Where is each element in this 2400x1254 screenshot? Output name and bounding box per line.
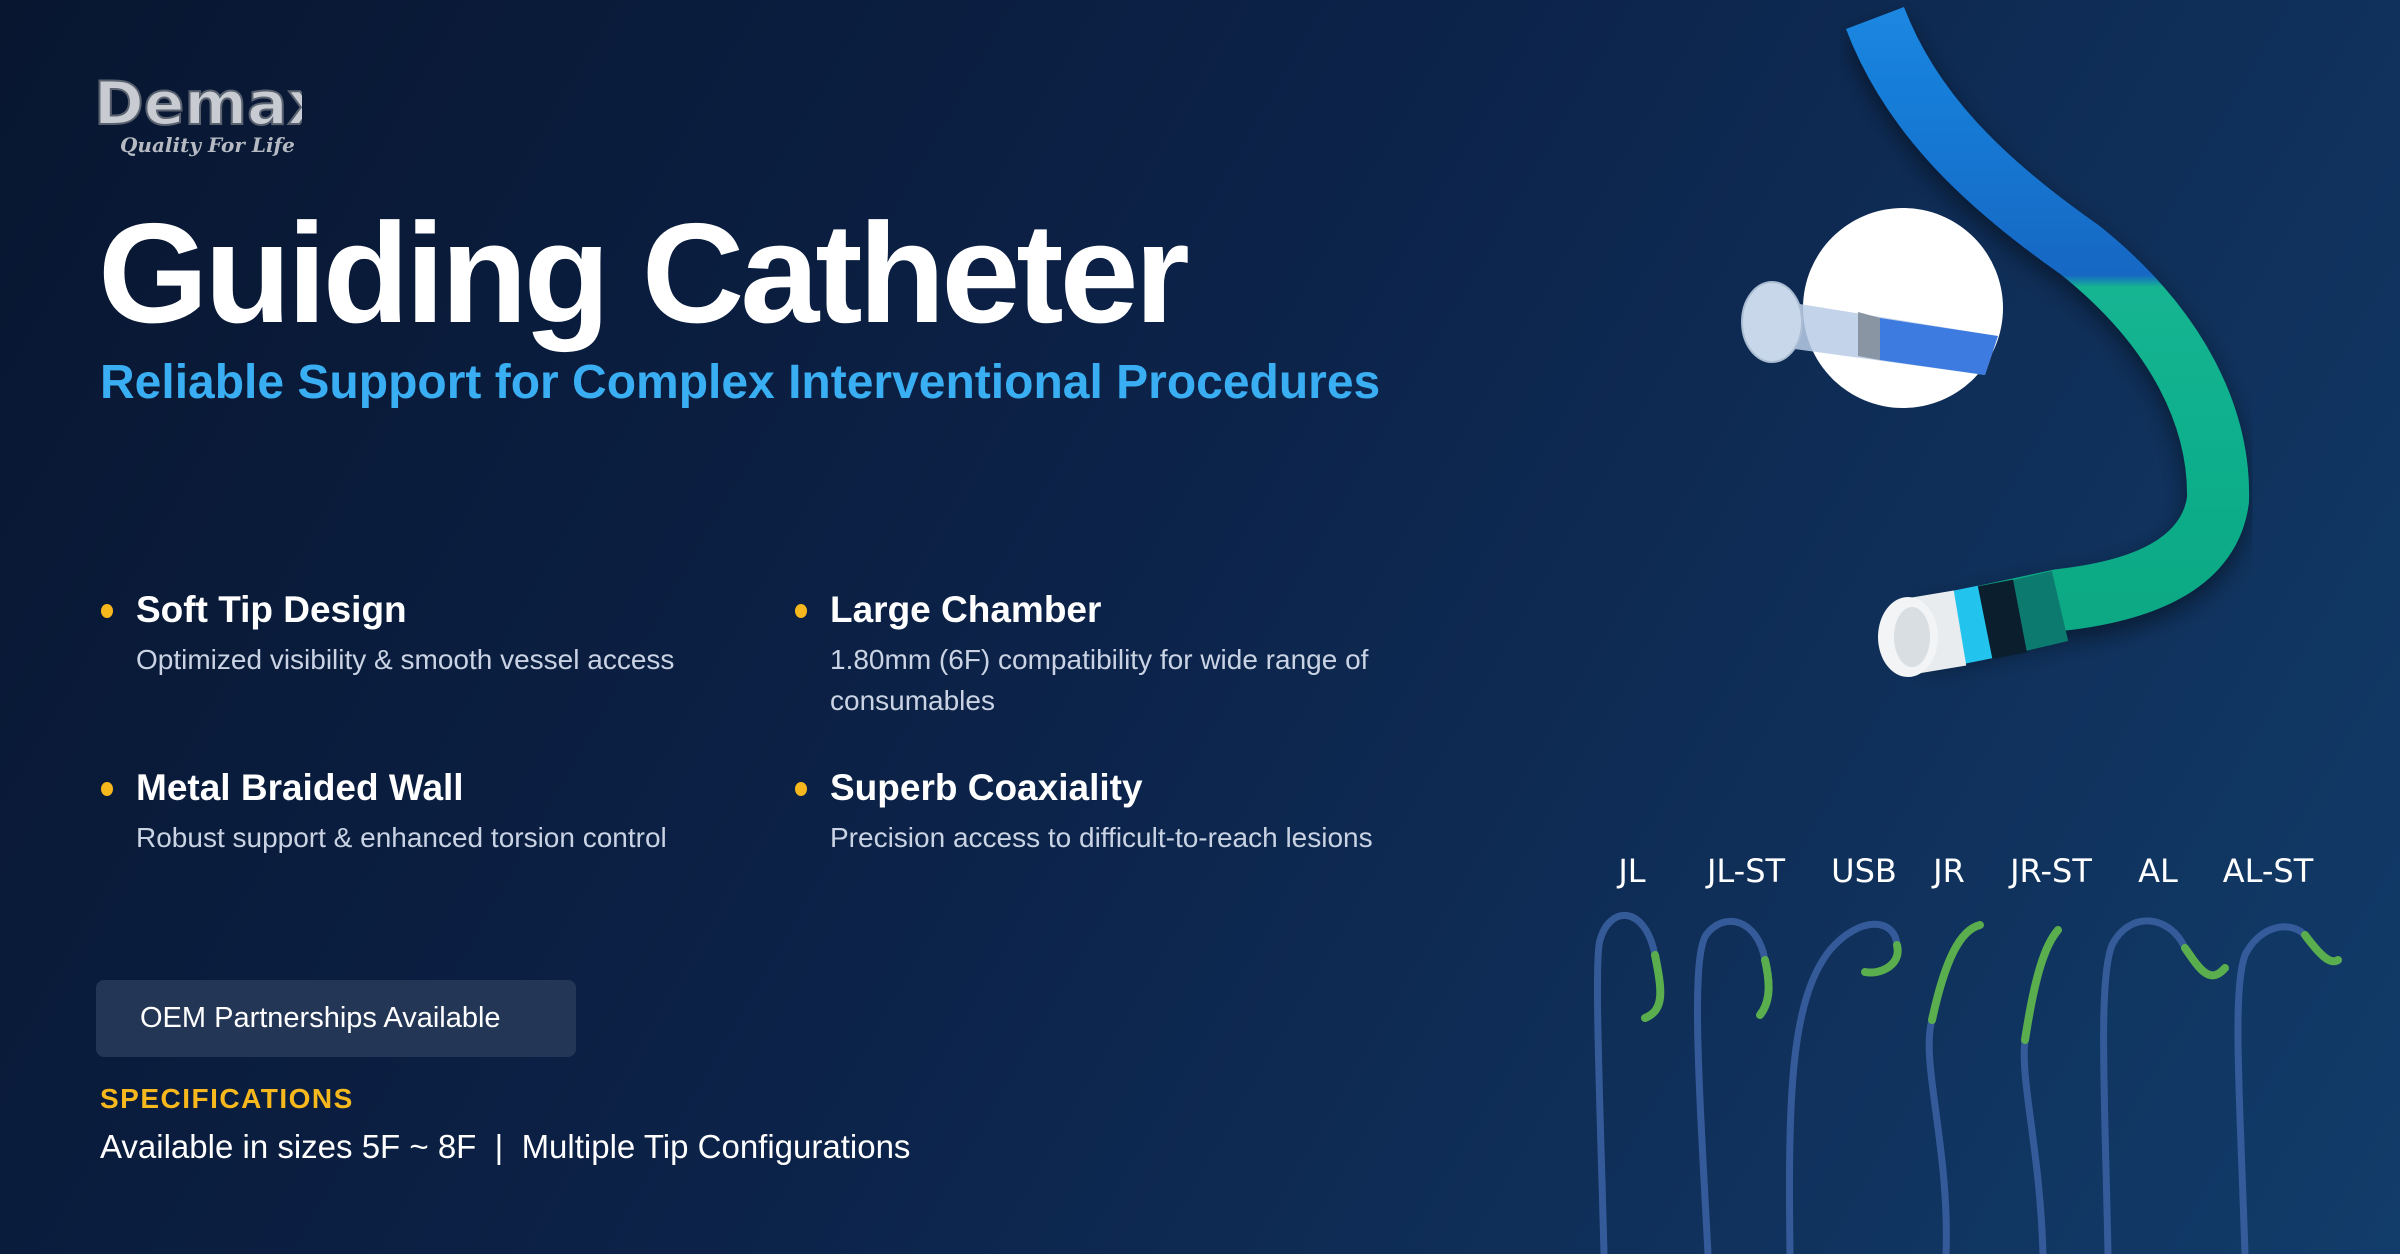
svg-text:Quality For Life: Quality For Life	[120, 133, 295, 157]
bullet-icon	[795, 604, 807, 618]
bullet-icon	[101, 604, 113, 618]
bullet-icon	[101, 782, 113, 796]
main-catheter	[1846, 6, 2250, 661]
tip-label-usb: USB	[1831, 852, 1897, 890]
specs-text: Available in sizes 5F ~ 8F | Multiple Ti…	[100, 1128, 911, 1165]
page-subtitle: Reliable Support for Complex Interventio…	[100, 356, 1381, 409]
tip-label-jl: JL	[1618, 852, 1646, 890]
svg-text:Demax: Demax	[94, 69, 302, 139]
tip-label-jr-st: JR-ST	[2010, 852, 2092, 890]
cross-section-inset	[1803, 208, 2003, 408]
feature-desc: Precision access to difficult-to-reach l…	[830, 822, 1373, 854]
feature-large-chamber: Large Chamber 1.80mm (6F) compatibility …	[795, 588, 1450, 722]
feature-desc: Optimized visibility & smooth vessel acc…	[136, 644, 675, 676]
feature-soft-tip: Soft Tip Design Optimized visibility & s…	[101, 588, 776, 681]
oem-partnerships-button[interactable]: OEM Partnerships Available	[96, 980, 576, 1057]
tip-label-jr: JR	[1933, 852, 1965, 890]
tip-shapes-drawing	[1593, 912, 2342, 1254]
tip-label-al-st: AL-ST	[2222, 852, 2314, 890]
bullet-icon	[795, 782, 807, 796]
feature-title: Large Chamber	[830, 589, 1102, 630]
feature-desc: 1.80mm (6F) compatibility for wide range…	[830, 644, 1369, 716]
catheter-tip-opening	[1878, 597, 1938, 677]
feature-braided-wall: Metal Braided Wall Robust support & enha…	[101, 766, 776, 859]
tip-label-al: AL	[2138, 852, 2178, 890]
demax-logo: Demax Quality For Life	[93, 68, 302, 157]
specs-heading: SPECIFICATIONS	[100, 1083, 354, 1114]
feature-desc: Robust support & enhanced torsion contro…	[136, 822, 667, 854]
tip-label-jl-st: JL-ST	[1706, 852, 1786, 890]
feature-coaxiality: Superb Coaxiality Precision access to di…	[795, 766, 1470, 859]
feature-title: Metal Braided Wall	[136, 767, 464, 808]
page-title: Guiding Catheter	[98, 194, 1190, 353]
feature-title: Superb Coaxiality	[830, 767, 1143, 808]
feature-title: Soft Tip Design	[136, 589, 407, 630]
